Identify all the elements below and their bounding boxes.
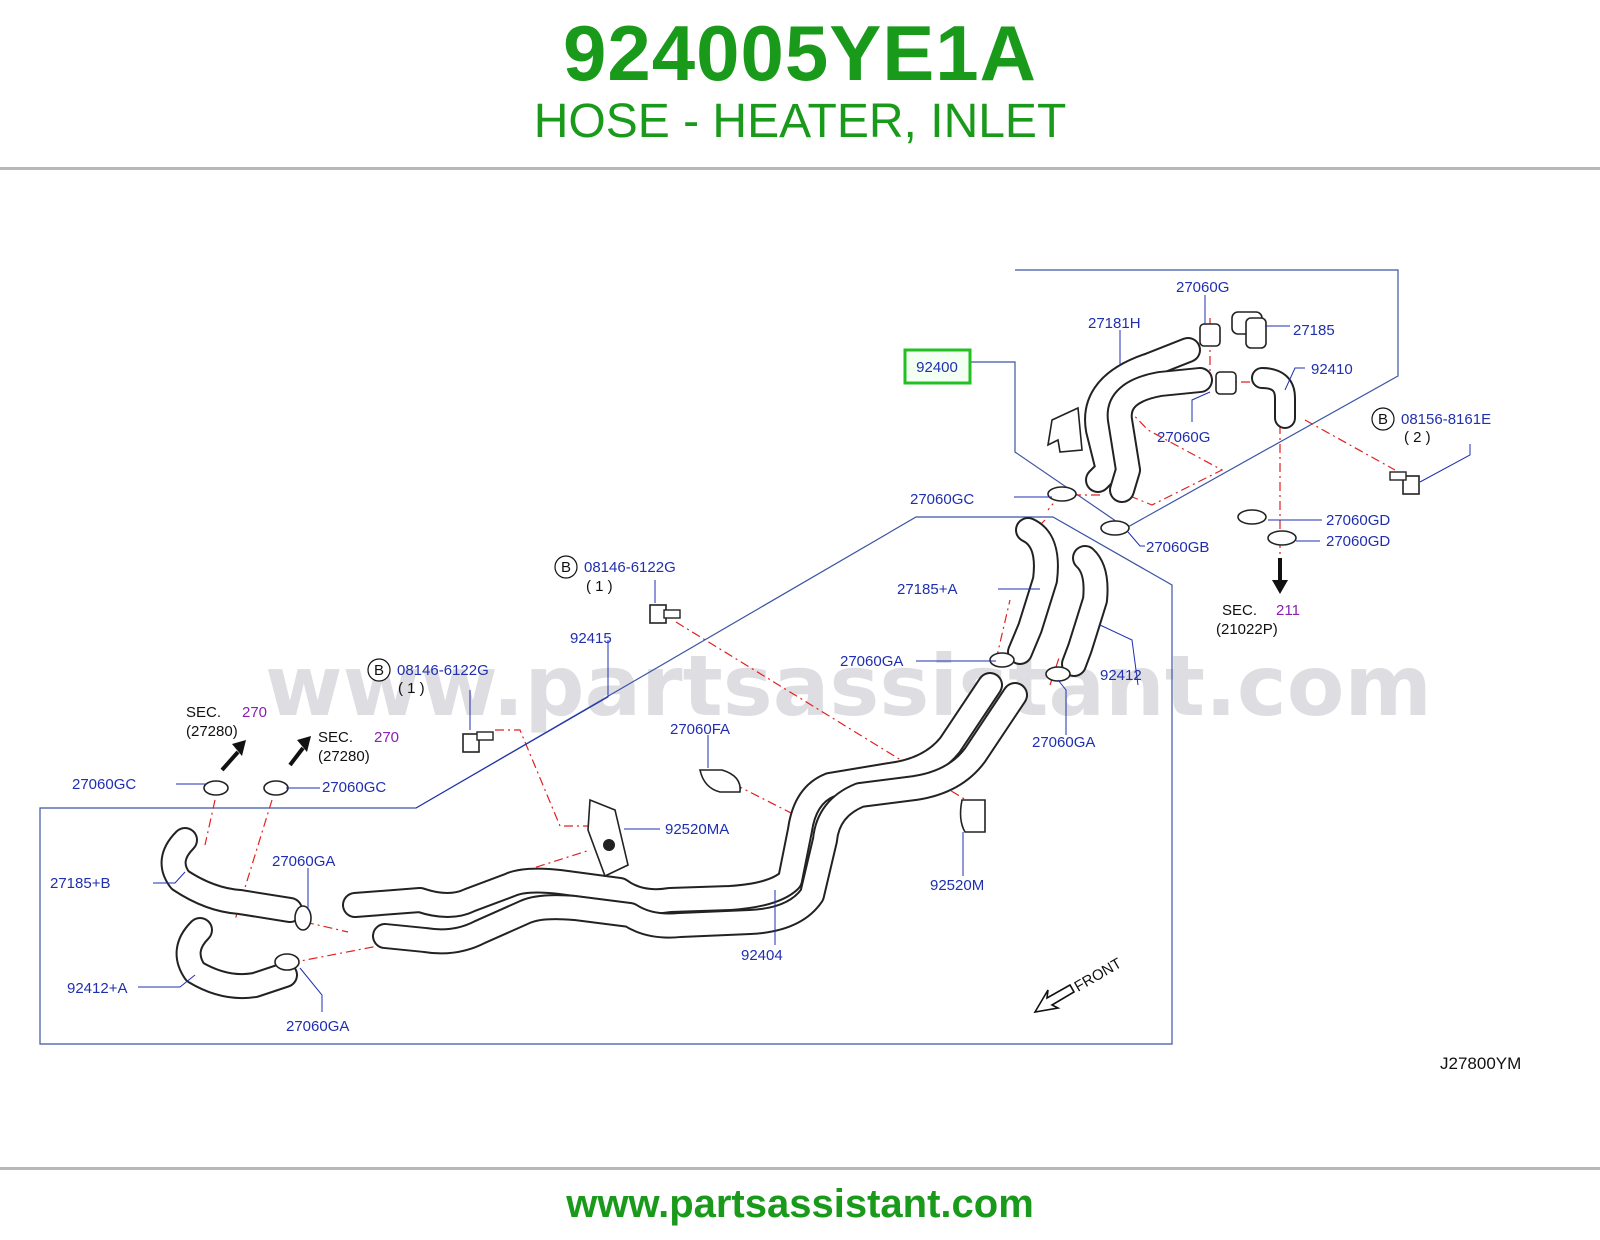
callout-27060GA-1[interactable]: 27060GA (840, 653, 903, 670)
callout-08146-b-qty: ( 1 ) (398, 680, 425, 697)
callout-08156-8161E[interactable]: 08156-8161E (1401, 411, 1491, 428)
footer-divider (0, 1167, 1600, 1170)
sec-2-label: SEC. (318, 729, 353, 746)
callout-92520MA[interactable]: 92520MA (665, 821, 729, 838)
callout-27060FA[interactable]: 27060FA (670, 721, 730, 738)
bolt-marker-3: B (374, 662, 384, 679)
callout-08146-6122G-b[interactable]: 08146-6122G (397, 662, 489, 679)
bolt-marker-2: B (561, 559, 571, 576)
callout-08156-qty: ( 2 ) (1404, 429, 1431, 446)
callout-92400[interactable]: 92400 (916, 359, 958, 376)
callout-08146-a-qty: ( 1 ) (586, 578, 613, 595)
watermark-text: www.partsassistant.com (265, 637, 1432, 735)
diagram-code: J27800YM (1440, 1054, 1521, 1073)
main-pipe (342, 672, 1028, 955)
sec-3-label: SEC. (1222, 602, 1257, 619)
callout-92415[interactable]: 92415 (570, 630, 612, 647)
sec-3-ref: (21022P) (1216, 621, 1278, 638)
callout-27060G-mid[interactable]: 27060G (1157, 429, 1210, 446)
callout-27060GD-2[interactable]: 27060GD (1326, 533, 1390, 550)
callout-27060GB[interactable]: 27060GB (1146, 539, 1209, 556)
upper-hose-assembly (1046, 311, 1296, 503)
footer-url[interactable]: www.partsassistant.com (566, 1182, 1034, 1226)
callout-27060GC-left-1[interactable]: 27060GC (72, 776, 136, 793)
header-divider (0, 167, 1600, 170)
leader-lines (138, 295, 1471, 1012)
sec-3-number[interactable]: 211 (1276, 602, 1300, 619)
sec-2-ref: (27280) (318, 748, 370, 765)
callout-27181H[interactable]: 27181H (1088, 315, 1141, 332)
sec-1-ref: (27280) (186, 723, 238, 740)
callout-27060GC-top[interactable]: 27060GC (910, 491, 974, 508)
part-number-title: 924005YE1A (562, 9, 1038, 97)
highlighted-part-box (903, 348, 972, 385)
callout-27060GA-3[interactable]: 27060GA (272, 853, 335, 870)
part-name-subtitle: HOSE - HEATER, INLET (533, 95, 1067, 148)
middle-hoses (1007, 517, 1109, 677)
callout-27060GA-2[interactable]: 27060GA (1032, 734, 1095, 751)
callout-27185B[interactable]: 27185+B (50, 875, 110, 892)
sec-1-number[interactable]: 270 (242, 704, 267, 721)
clamps (203, 486, 1297, 971)
sec-1-label: SEC. (186, 704, 221, 721)
section-refs: SEC. 270 (27280) SEC. 270 (27280) SEC. 2… (186, 602, 1300, 765)
callout-27185A[interactable]: 27185+A (897, 581, 957, 598)
bolts (462, 471, 1420, 753)
callout-92404[interactable]: 92404 (741, 947, 783, 964)
callout-27060GA-4[interactable]: 27060GA (286, 1018, 349, 1035)
callout-labels: 27060G 27181H 27185 92410 27060G 08156-8… (50, 279, 1491, 1035)
callout-92520M[interactable]: 92520M (930, 877, 984, 894)
callout-08146-6122G-a[interactable]: 08146-6122G (584, 559, 676, 576)
callout-92412[interactable]: 92412 (1100, 667, 1142, 684)
callout-27060G-top[interactable]: 27060G (1176, 279, 1229, 296)
upper-group-box (965, 269, 1399, 529)
left-hoses (160, 827, 303, 1000)
callout-92410[interactable]: 92410 (1311, 361, 1353, 378)
callout-27060GC-left-2[interactable]: 27060GC (322, 779, 386, 796)
front-label: FRONT (1072, 955, 1125, 996)
callout-27060GD-1[interactable]: 27060GD (1326, 512, 1390, 529)
callout-92412A[interactable]: 92412+A (67, 980, 127, 997)
direction-arrows (220, 558, 1288, 772)
front-arrow: FRONT (1033, 955, 1125, 1014)
bolt-marker-1: B (1378, 411, 1388, 428)
sec-2-number[interactable]: 270 (374, 729, 399, 746)
bolt-markers: B B B (367, 407, 1395, 682)
callout-27185[interactable]: 27185 (1293, 322, 1335, 339)
main-group-box (39, 516, 1173, 1045)
